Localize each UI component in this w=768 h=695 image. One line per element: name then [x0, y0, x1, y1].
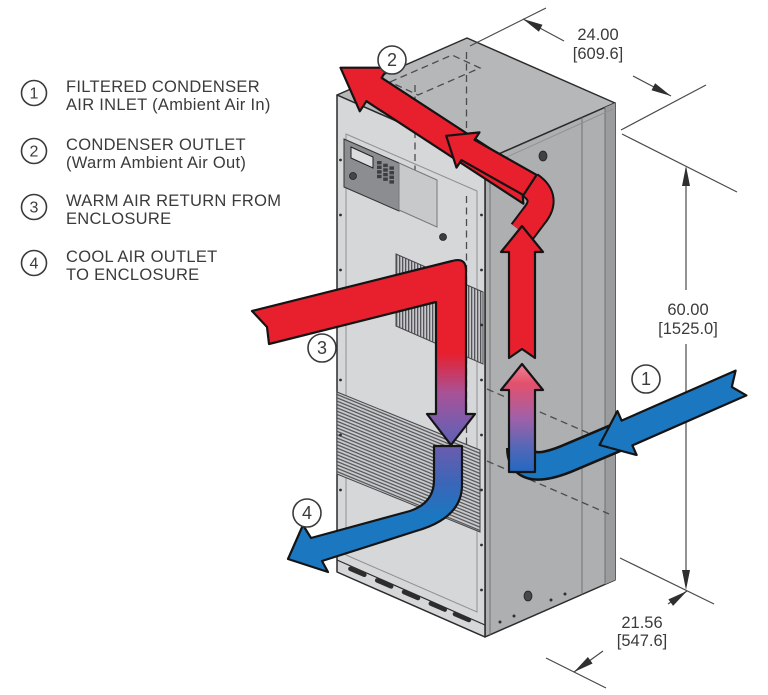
dimension-height: 60.00 [1525.0] [619, 133, 738, 605]
callout-3: 3 [307, 333, 337, 363]
legend-num-2: 2 [30, 144, 39, 161]
control-panel [343, 138, 447, 241]
dim-arrow-icon [651, 83, 671, 96]
legend-item-3: 3 WARM AIR RETURN FROM ENCLOSURE [20, 192, 281, 228]
cool-outlet-arrow [286, 444, 464, 574]
top-cutout-dashed [388, 54, 482, 96]
dim-arrow-icon [682, 166, 690, 186]
latch-knob-icon [439, 233, 447, 241]
dim-width-inches: 24.00 [577, 26, 618, 44]
inlet-heating-arrow [499, 362, 545, 474]
dimension-width: 24.00 [609.6] [469, 7, 707, 131]
legend-2-line2: (Warm Ambient Air Out) [66, 154, 246, 172]
condenser-inlet-arrow [598, 369, 748, 457]
dimension-depth: 21.56 [547.6] [545, 590, 688, 689]
dim-arrow-icon [523, 19, 543, 32]
lifting-eye-icon [538, 150, 548, 162]
cabinet [336, 37, 616, 638]
callout-1: 1 [631, 364, 661, 394]
dim-depth-mm: [547.6] [617, 632, 667, 650]
mounting-slots [348, 566, 472, 623]
callout-2: 2 [377, 45, 407, 75]
dim-depth-inches: 21.56 [621, 614, 662, 632]
dim-height-inches: 60.00 [667, 301, 708, 319]
legend-item-1: 1 FILTERED CONDENSER AIR INLET (Ambient … [20, 78, 271, 114]
callout-4: 4 [292, 498, 322, 528]
legend: 1 FILTERED CONDENSER AIR INLET (Ambient … [20, 78, 281, 284]
connector-icon [349, 172, 357, 180]
callouts: 2 3 4 1 [292, 45, 661, 528]
condenser-outlet-arrow-2 [445, 131, 538, 197]
callout-1-num: 1 [641, 369, 651, 389]
display-icon [350, 146, 374, 169]
warm-return-arrow [250, 258, 477, 447]
callout-3-num: 3 [317, 338, 327, 358]
dim-arrow-icon [668, 591, 687, 606]
dim-height-mm: [1525.0] [658, 320, 718, 338]
legend-num-1: 1 [30, 86, 39, 103]
airflow-arrows [250, 66, 748, 574]
legend-3-line2: ENCLOSURE [66, 210, 171, 228]
legend-2-line1: CONDENSER OUTLET [66, 136, 246, 154]
dim-arrow-icon [682, 570, 690, 590]
dim-arrow-icon [574, 657, 593, 672]
callout-4-num: 4 [302, 503, 312, 523]
condenser-rise-arrow [499, 224, 545, 360]
legend-3-line1: WARM AIR RETURN FROM [66, 192, 281, 210]
legend-4-line2: TO ENCLOSURE [66, 266, 200, 284]
drain-fitting-icon [523, 590, 533, 602]
legend-item-4: 4 COOL AIR OUTLET TO ENCLOSURE [20, 248, 218, 284]
legend-1-line2: AIR INLET (Ambient Air In) [66, 96, 271, 114]
condenser-bend [512, 175, 553, 240]
keypad-icon [377, 161, 394, 184]
legend-1-line1: FILTERED CONDENSER [66, 78, 260, 96]
legend-num-3: 3 [30, 200, 39, 217]
callout-2-num: 2 [387, 50, 397, 70]
control-subpanel [398, 162, 438, 228]
dim-width-mm: [609.6] [573, 45, 623, 63]
side-top-hem-line [486, 108, 614, 167]
legend-item-2: 2 CONDENSER OUTLET (Warm Ambient Air Out… [20, 136, 246, 172]
cabinet-right-hem [605, 103, 615, 585]
legend-num-4: 4 [30, 256, 39, 273]
legend-4-line1: COOL AIR OUTLET [66, 248, 218, 266]
